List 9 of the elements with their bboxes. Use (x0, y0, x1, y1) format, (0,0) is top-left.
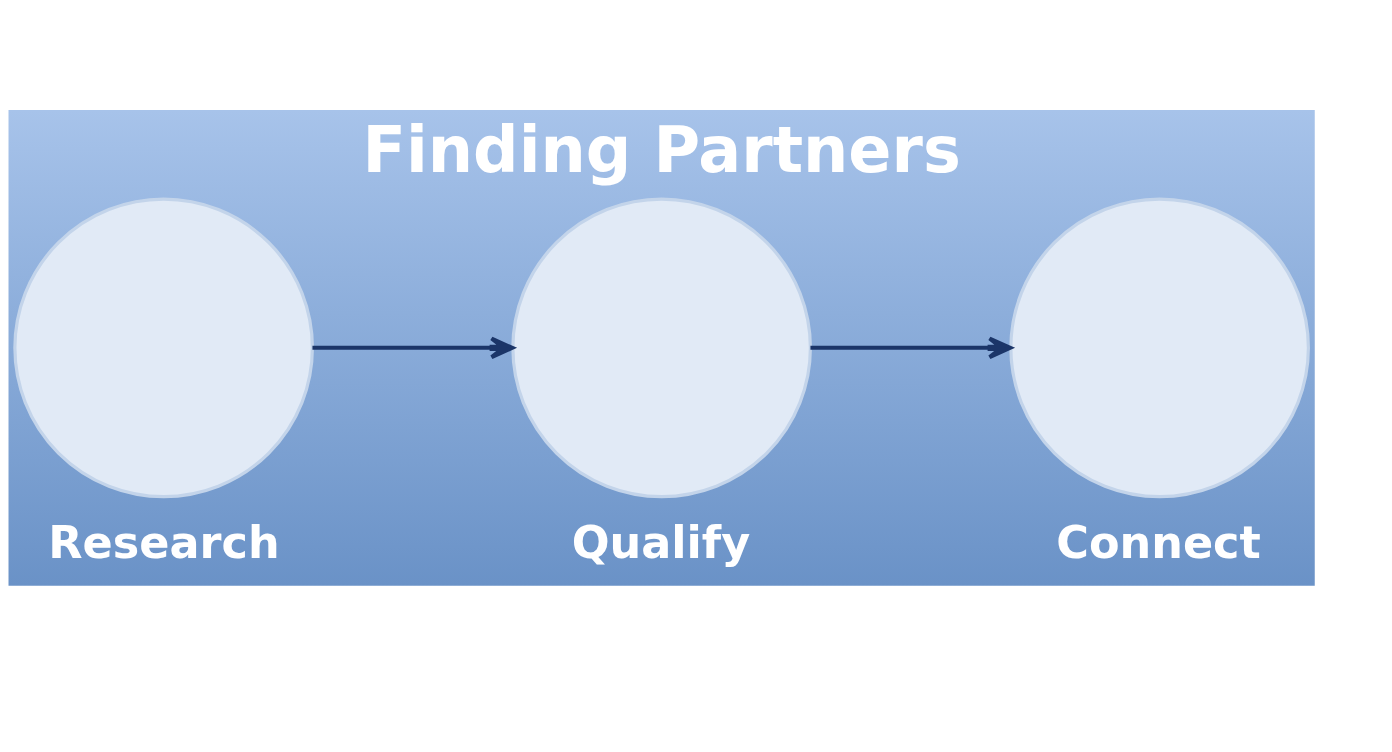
node-label: Connect (1056, 516, 1261, 569)
node-circle (511, 197, 812, 498)
node-label: Qualify (571, 516, 751, 569)
arrow (810, 336, 1013, 359)
diagram-title: Finding Partners (362, 112, 961, 187)
node-circle (13, 197, 314, 498)
node-label: Research (48, 516, 280, 569)
arrow (312, 336, 515, 359)
node-circle (1009, 197, 1310, 498)
